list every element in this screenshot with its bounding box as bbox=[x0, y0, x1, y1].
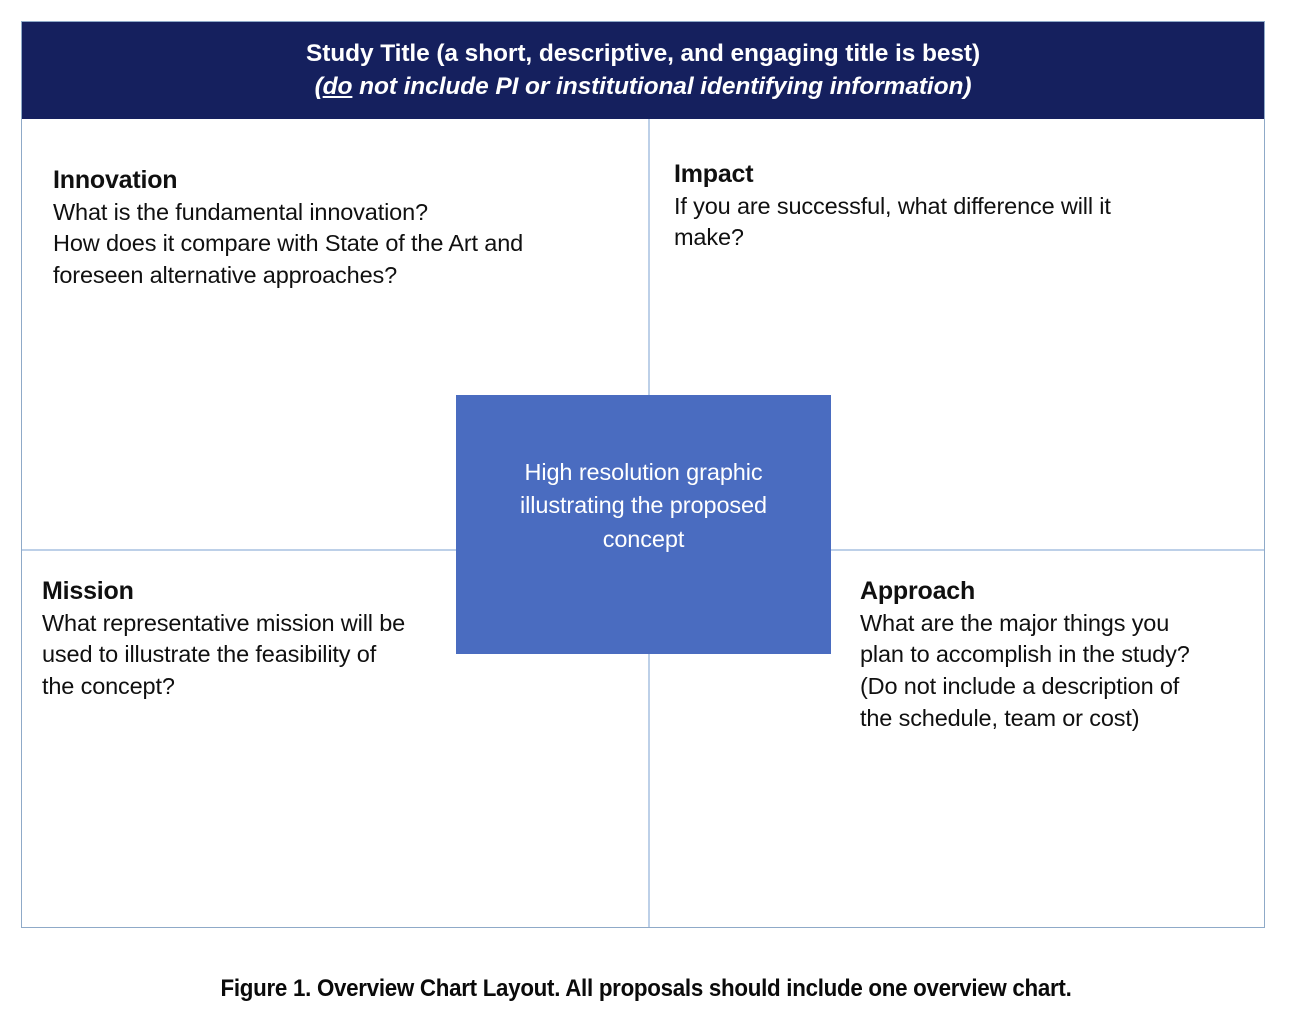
quadrant-area: Innovation What is the fundamental innov… bbox=[22, 119, 1264, 927]
quadrant-innovation-line-2: How does it compare with State of the Ar… bbox=[53, 230, 524, 257]
study-title-line-2: (do not include PI or institutional iden… bbox=[315, 71, 972, 103]
quadrant-mission-line-1: What representative mission will be bbox=[42, 609, 406, 636]
study-title-paren-open: ( bbox=[314, 72, 323, 100]
quadrant-approach-title: Approach bbox=[860, 577, 976, 605]
graphic-placeholder: High resolution graphic illustrating the… bbox=[456, 395, 831, 654]
quadrant-approach: Approach What are the major things you p… bbox=[860, 576, 1260, 734]
graphic-placeholder-line-3: concept bbox=[602, 525, 685, 552]
quadrant-approach-body: What are the major things you plan to ac… bbox=[860, 608, 1260, 735]
study-title-emphasis-do: do bbox=[322, 72, 353, 100]
quadrant-innovation-line-1: What is the fundamental innovation? bbox=[53, 198, 428, 225]
graphic-placeholder-line-2: illustrating the proposed bbox=[519, 492, 767, 519]
overview-chart: Study Title (a short, descriptive, and e… bbox=[21, 21, 1265, 928]
quadrant-impact-title: Impact bbox=[674, 160, 754, 188]
quadrant-innovation: Innovation What is the fundamental innov… bbox=[53, 165, 633, 292]
quadrant-approach-line-2: plan to accomplish in the study? bbox=[860, 641, 1190, 668]
quadrant-mission-body: What representative mission will be used… bbox=[42, 608, 472, 703]
quadrant-impact: Impact If you are successful, what diffe… bbox=[674, 159, 1214, 254]
quadrant-approach-line-3: (Do not include a description of bbox=[860, 672, 1180, 699]
quadrant-innovation-title: Innovation bbox=[53, 166, 178, 194]
quadrant-impact-body: If you are successful, what difference w… bbox=[674, 191, 1214, 254]
quadrant-innovation-line-3: foreseen alternative approaches? bbox=[53, 261, 398, 288]
quadrant-impact-line-1: If you are successful, what difference w… bbox=[674, 192, 1111, 219]
quadrant-mission-line-2: used to illustrate the feasibility of bbox=[42, 641, 377, 668]
quadrant-mission-title: Mission bbox=[42, 577, 134, 605]
quadrant-innovation-body: What is the fundamental innovation? How … bbox=[53, 197, 633, 292]
quadrant-approach-line-1: What are the major things you bbox=[860, 609, 1170, 636]
study-title-line-1: Study Title (a short, descriptive, and e… bbox=[305, 40, 981, 68]
quadrant-mission: Mission What representative mission will… bbox=[42, 576, 472, 703]
study-title-banner: Study Title (a short, descriptive, and e… bbox=[22, 22, 1264, 119]
quadrant-impact-line-2: make? bbox=[674, 224, 744, 251]
study-title-line-2-rest: not include PI or institutional identify… bbox=[352, 72, 972, 100]
quadrant-mission-line-3: the concept? bbox=[42, 672, 175, 699]
quadrant-approach-line-4: the schedule, team or cost) bbox=[860, 704, 1140, 731]
figure-caption: Figure 1. Overview Chart Layout. All pro… bbox=[220, 975, 1072, 1002]
graphic-placeholder-line-1: High resolution graphic bbox=[524, 459, 763, 485]
